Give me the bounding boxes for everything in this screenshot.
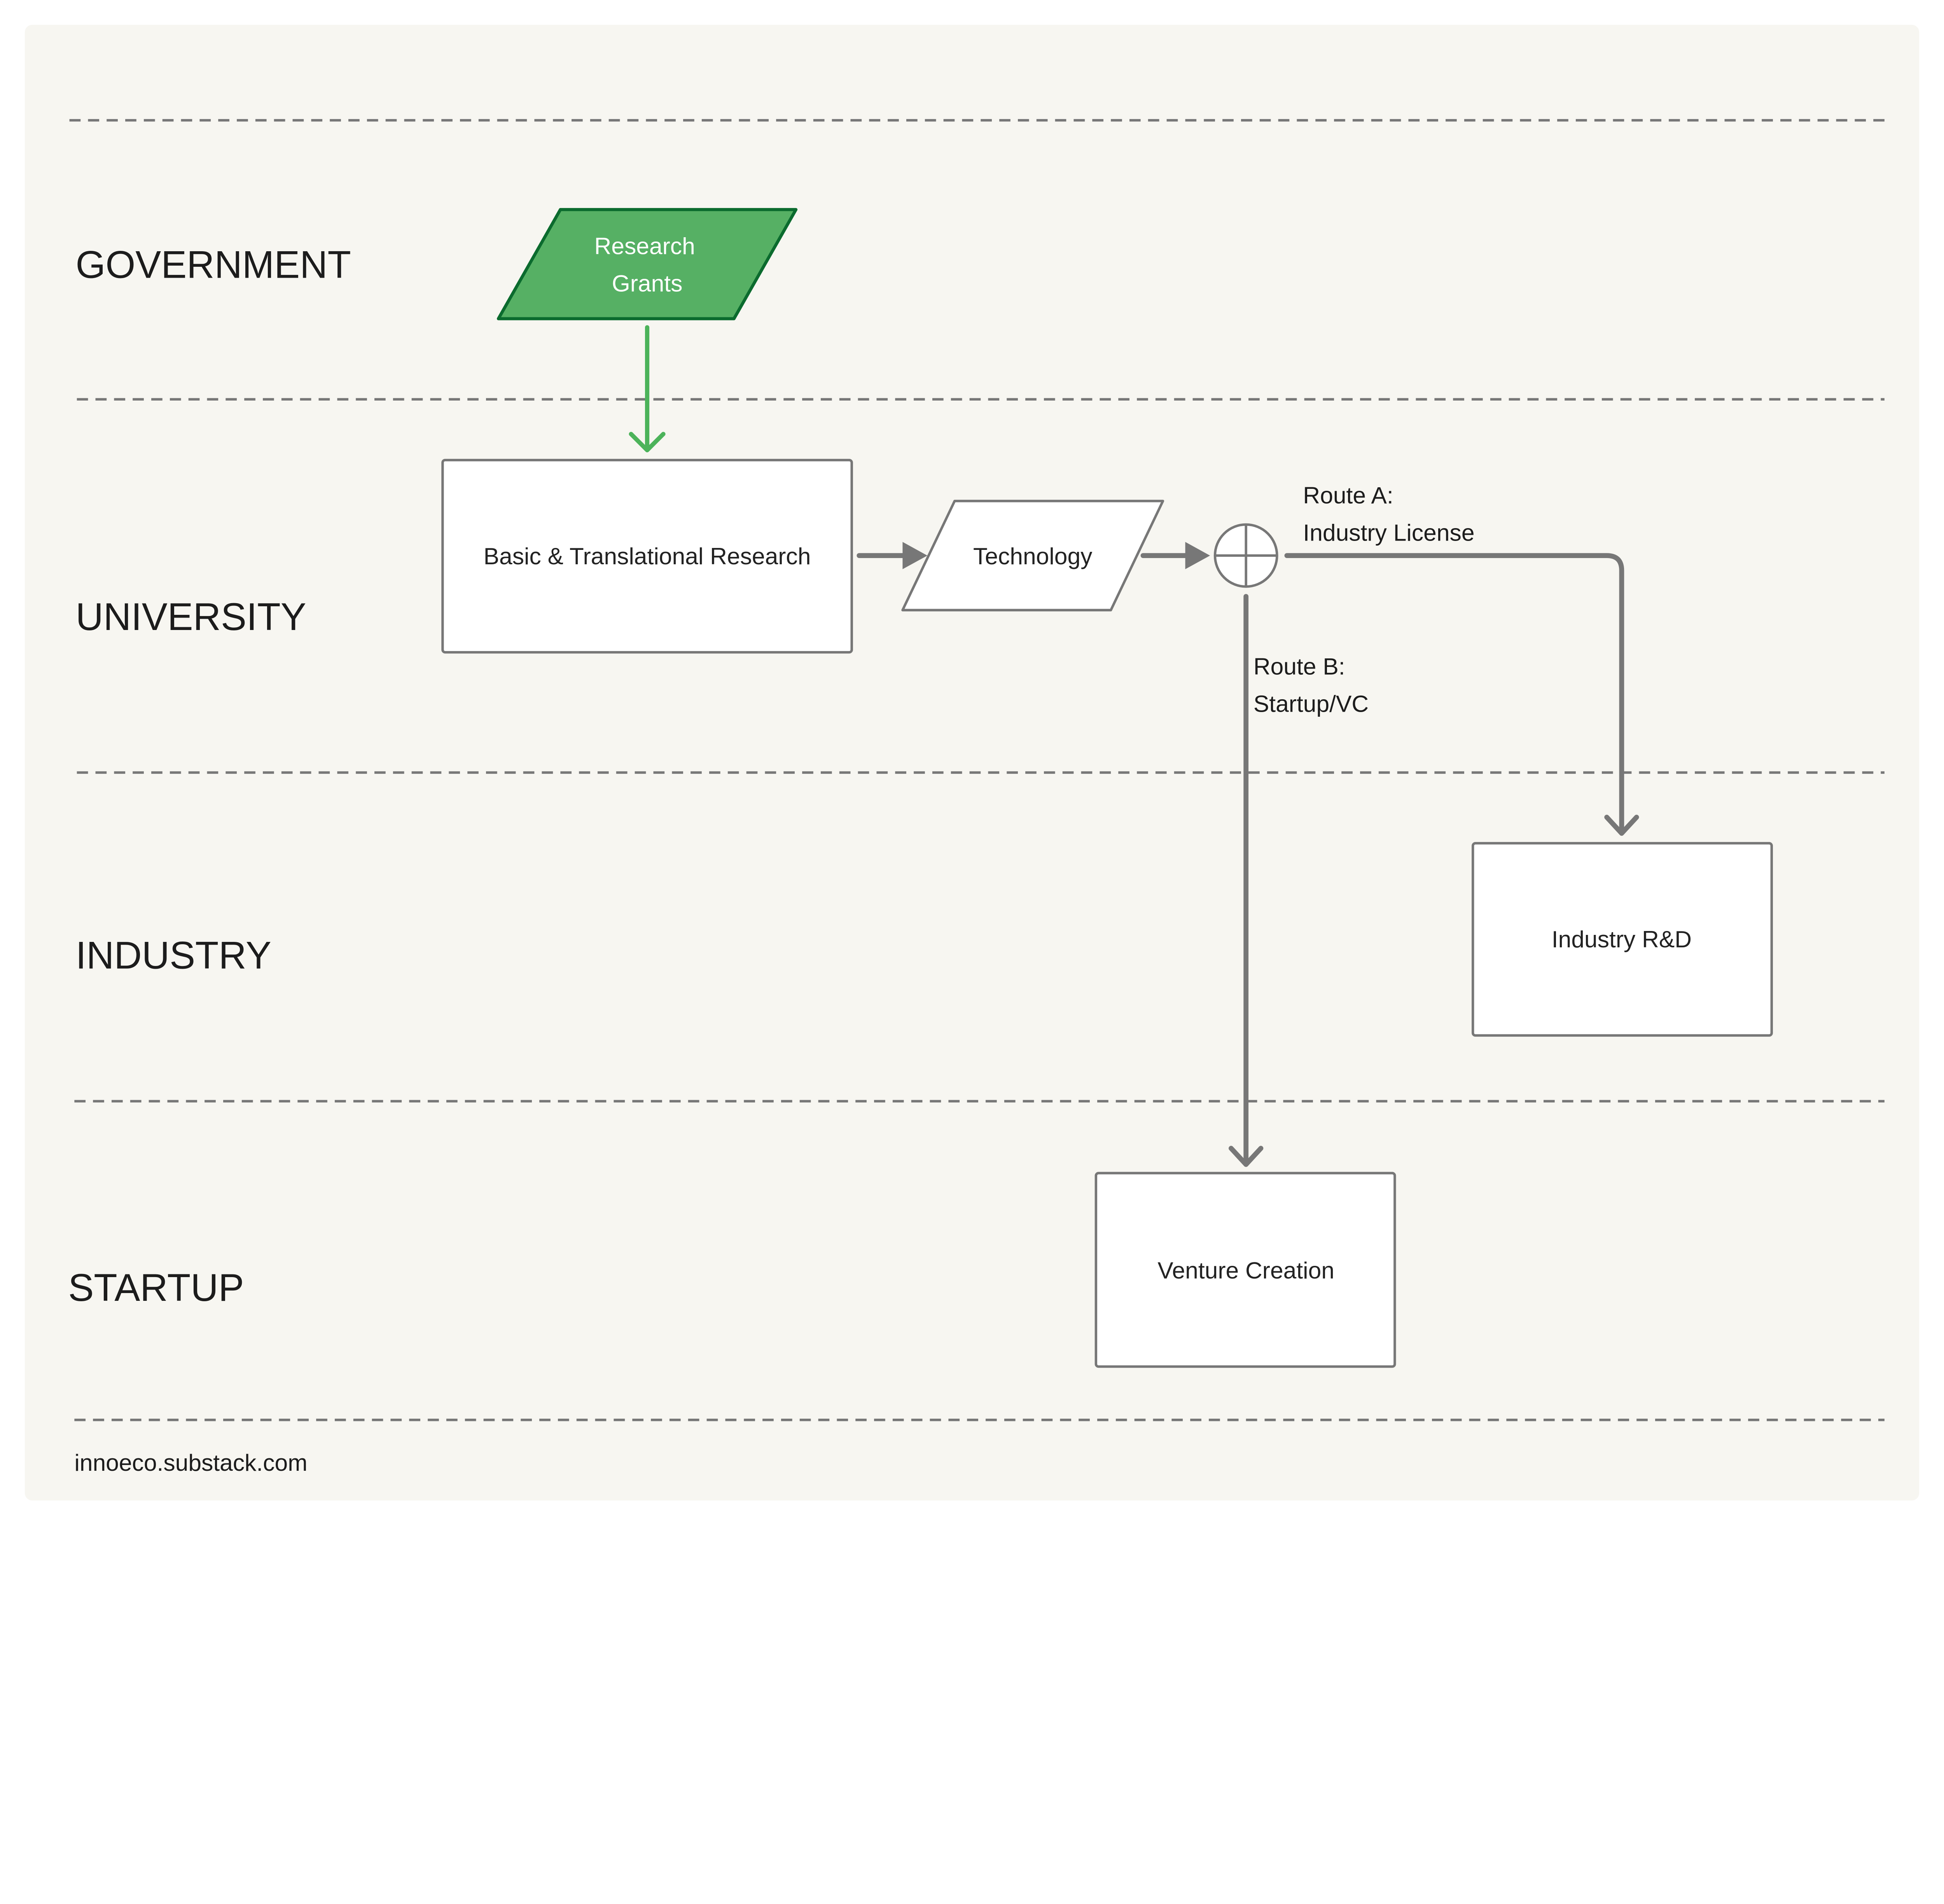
arrowhead-icon	[902, 542, 928, 569]
route-a-label-line2: Industry License	[1303, 519, 1474, 546]
lane-label-university: UNIVERSITY	[76, 595, 306, 638]
connector-line	[1284, 553, 1624, 833]
route-b-label-line2: Startup/VC	[1253, 690, 1369, 717]
box-shape	[441, 458, 853, 654]
research-grants-label-line2: Grants	[612, 270, 683, 296]
route-a-label-line1: Route A:	[1303, 482, 1393, 509]
lane-label-industry: INDUSTRY	[76, 934, 271, 976]
lane-label-startup: STARTUP	[68, 1266, 244, 1309]
junction-or-icon	[1213, 523, 1278, 588]
diagram-canvas	[24, 24, 1920, 1501]
technology-label: Technology	[973, 543, 1093, 569]
route-b-connector	[1229, 594, 1264, 1167]
innovation-flow-diagram: GOVERNMENT UNIVERSITY INDUSTRY STARTUP R…	[24, 24, 1920, 1501]
parallelogram-shape	[901, 500, 1164, 612]
box-shape	[1472, 842, 1773, 1037]
arrowhead-icon	[1604, 815, 1639, 836]
arrowhead-icon	[1185, 542, 1210, 569]
industry-rd-label: Industry R&D	[1552, 926, 1692, 952]
footer-source: innoeco.substack.com	[74, 1449, 307, 1476]
parallelogram-shape	[496, 208, 798, 320]
arrowhead-icon	[629, 432, 666, 453]
research-grants-label-line1: Research	[594, 233, 695, 259]
grant-arrow	[629, 325, 666, 453]
basic-research-label: Basic & Translational Research	[484, 543, 811, 569]
arrow-technology-to-junction	[1140, 542, 1210, 569]
venture-creation-label: Venture Creation	[1157, 1257, 1334, 1284]
route-a-connector	[1284, 553, 1639, 836]
box-shape	[1094, 1172, 1396, 1368]
arrow-research-to-technology	[857, 542, 928, 569]
route-b-label-line1: Route B:	[1253, 653, 1345, 680]
lane-label-government: GOVERNMENT	[76, 243, 351, 286]
basic-research-node[interactable]: Basic & Translational Research	[441, 458, 853, 654]
technology-node[interactable]: Technology	[901, 500, 1164, 612]
research-grants-node[interactable]: Research Grants	[496, 208, 798, 320]
arrowhead-icon	[1229, 1146, 1264, 1167]
venture-creation-node[interactable]: Venture Creation	[1094, 1172, 1396, 1368]
industry-rd-node[interactable]: Industry R&D	[1472, 842, 1773, 1037]
